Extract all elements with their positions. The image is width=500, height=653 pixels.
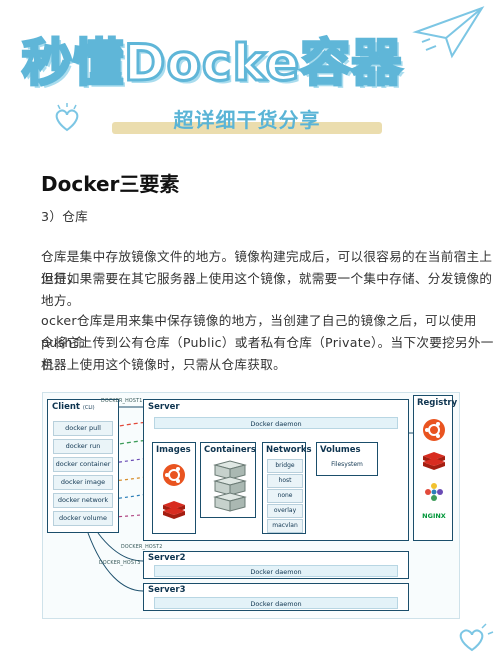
- volumes-filesystem: Filesystem: [331, 461, 363, 468]
- host-label-2: DOCKER_HOST2: [121, 545, 163, 550]
- containers-box: Containers: [200, 442, 256, 518]
- registry-title: Registry: [417, 398, 458, 408]
- redis-icon: [163, 501, 185, 519]
- server-title: Server: [148, 402, 180, 412]
- client-subtitle: (CLI): [82, 405, 95, 411]
- networks-title: Networks: [266, 445, 312, 455]
- paragraph-1-line-1: 仓库是集中存放镜像文件的地方。镜像构建完成后，可以很容易的在当前宿主上运行，: [41, 249, 493, 286]
- network-bridge: bridge: [267, 459, 303, 473]
- host-label-1: DOCKER_HOST1: [101, 399, 143, 404]
- server-daemon-bar: Docker daemon: [154, 417, 398, 429]
- cmd-docker-network: docker network: [53, 493, 113, 508]
- images-title: Images: [156, 445, 191, 455]
- cmd-docker-image: docker image: [53, 475, 113, 490]
- container-cubes-icon: [213, 460, 247, 512]
- section-title: Docker三要素: [41, 172, 180, 196]
- network-overlay: overlay: [267, 504, 303, 518]
- client-box: Client (CLI) docker pull docker run dock…: [47, 399, 119, 533]
- networks-box: Networks bridge host none overlay macvla…: [262, 442, 312, 534]
- paragraph-2-line-3: 机器上使用这个镜像时，只需从仓库获取。: [41, 357, 286, 372]
- cmd-docker-pull: docker pull: [53, 421, 113, 436]
- paragraph-1-line-2: 但是如果需要在其它服务器上使用这个镜像，就需要一个集中存储、分发镜像的地方。: [41, 271, 493, 308]
- server-box: Server Docker daemon Images Containers: [143, 399, 409, 541]
- paragraph-2-line-1: ocker仓库是用来集中保存镜像的地方，当创建了自己的镜像之后，可以使用push…: [41, 313, 477, 350]
- volumes-title: Volumes: [320, 445, 361, 455]
- cmd-docker-run: docker run: [53, 439, 113, 454]
- server2-box: Server2 Docker daemon: [143, 551, 409, 579]
- subtitle: 超详细干货分享: [173, 108, 321, 132]
- host-label-3: DOCKER_HOST3: [99, 561, 141, 566]
- server2-title: Server2: [148, 553, 186, 563]
- containers-title: Containers: [204, 445, 256, 455]
- network-host: host: [267, 474, 303, 488]
- network-none: none: [267, 489, 303, 503]
- images-box: Images: [152, 442, 196, 534]
- heart-doodle-bottom: [459, 623, 494, 652]
- registry-box: Registry NGINX: [413, 395, 457, 541]
- paragraph-2-line-2: 令将它上传到公有仓库（Public）或者私有仓库（Private）。当下次要挖另…: [41, 335, 494, 372]
- registry-nginx-label: NGINX: [422, 512, 446, 520]
- heart-doodle: [55, 103, 79, 132]
- page-title: 秒懂Docke容器: [21, 33, 403, 94]
- ubuntu-icon: [163, 464, 185, 486]
- network-macvlan: macvlan: [267, 519, 303, 533]
- server3-daemon-bar: Docker daemon: [154, 597, 398, 609]
- client-title: Client: [52, 402, 80, 412]
- cmd-docker-volume: docker volume: [53, 511, 113, 526]
- item-label: 3）仓库: [41, 209, 88, 224]
- registry-redis-icon: [423, 452, 445, 470]
- server2-daemon-bar: Docker daemon: [154, 565, 398, 577]
- paper-plane-doodle: [412, 6, 485, 59]
- subtitle-banner: 超详细干货分享: [112, 104, 382, 136]
- docker-architecture-diagram: Client (CLI) docker pull docker run dock…: [42, 392, 460, 619]
- volumes-box: Volumes Filesystem: [316, 442, 378, 476]
- server3-box: Server3 Docker daemon: [143, 583, 409, 611]
- subtitle-highlight: [112, 122, 382, 134]
- cmd-docker-container: docker container: [53, 457, 113, 472]
- registry-flower-icon: [425, 483, 443, 501]
- server3-title: Server3: [148, 585, 186, 595]
- registry-ubuntu-icon: [423, 419, 445, 441]
